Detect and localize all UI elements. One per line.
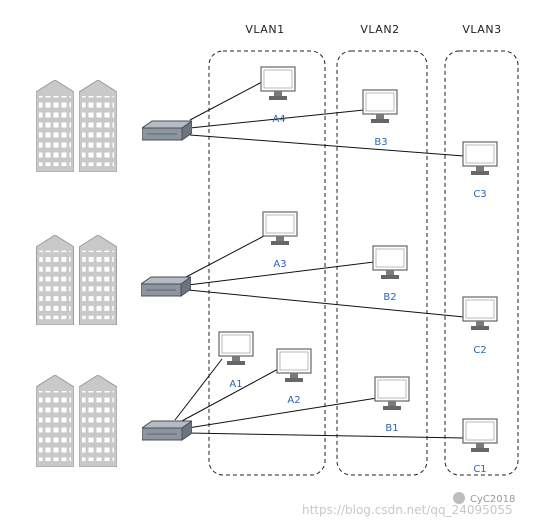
watermark: CyC2018 https://blog.csdn.net/qq_2409505… bbox=[302, 492, 515, 517]
pc-a4-label: A4 bbox=[272, 114, 285, 125]
brand-logo-icon bbox=[453, 492, 465, 504]
pc-c3-icon bbox=[462, 141, 498, 176]
pc-b3-label: B3 bbox=[374, 137, 387, 148]
link-top-c3 bbox=[189, 134, 465, 157]
link-bot-b1 bbox=[187, 397, 378, 429]
link-bot-a2 bbox=[179, 367, 281, 423]
building-group-bottom bbox=[36, 375, 117, 467]
building-icon bbox=[36, 80, 74, 172]
pc-b1-icon bbox=[374, 376, 410, 411]
switch-bottom-icon bbox=[142, 420, 192, 441]
vlan-zones bbox=[208, 50, 519, 476]
watermark-brand: CyC2018 bbox=[470, 494, 515, 505]
pc-a4-icon bbox=[260, 66, 296, 101]
building-icon bbox=[36, 375, 74, 467]
building-group-middle bbox=[36, 235, 117, 325]
switch-top-icon bbox=[142, 120, 192, 141]
link-top-b3 bbox=[189, 109, 365, 129]
link-bot-c1 bbox=[187, 432, 465, 439]
pc-a1-label: A1 bbox=[229, 379, 242, 390]
pc-b2-label: B2 bbox=[383, 292, 396, 303]
pc-b2-icon bbox=[372, 245, 408, 280]
pc-c2-label: C2 bbox=[473, 345, 486, 356]
vlan2-zone bbox=[336, 50, 428, 476]
building-icon bbox=[36, 235, 74, 325]
link-mid-a3 bbox=[185, 235, 265, 278]
link-mid-c2 bbox=[187, 289, 465, 318]
link-bot-a1 bbox=[174, 358, 223, 421]
vlan3-label: VLAN3 bbox=[462, 23, 501, 36]
vlan1-label: VLAN1 bbox=[245, 23, 284, 36]
pc-b1-label: B1 bbox=[385, 423, 398, 434]
pc-b3-icon bbox=[362, 89, 398, 124]
pc-c1-icon bbox=[462, 418, 498, 453]
vlan2-label: VLAN2 bbox=[360, 23, 399, 36]
link-mid-b2 bbox=[187, 261, 375, 286]
vlan3-zone bbox=[444, 50, 519, 476]
building-icon bbox=[79, 235, 117, 325]
building-group-top bbox=[36, 80, 117, 172]
pc-c2-icon bbox=[462, 296, 498, 331]
link-top-a4 bbox=[189, 81, 263, 121]
pc-c1-label: C1 bbox=[473, 464, 486, 475]
connections bbox=[174, 81, 465, 439]
pc-a3-icon bbox=[262, 211, 298, 246]
pc-a2-icon bbox=[276, 348, 312, 383]
watermark-url: https://blog.csdn.net/qq_24095055 bbox=[302, 503, 513, 517]
vlan1-zone bbox=[208, 50, 326, 476]
switch-middle-icon bbox=[141, 276, 191, 297]
pc-a1-icon bbox=[218, 331, 254, 366]
pc-c3-label: C3 bbox=[473, 189, 486, 200]
building-icon bbox=[79, 80, 117, 172]
pc-a3-label: A3 bbox=[273, 259, 286, 270]
pc-a2-label: A2 bbox=[287, 395, 300, 406]
building-icon bbox=[79, 375, 117, 467]
